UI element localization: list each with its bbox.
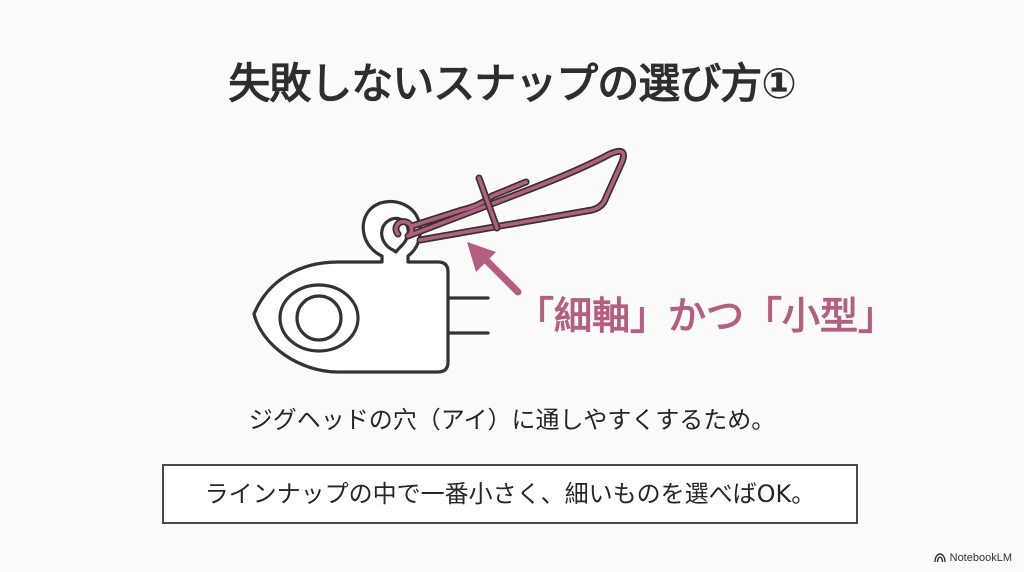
jig-head-icon [252, 199, 490, 374]
summary-text: ラインナップの中で一番小さく、細いものを選べばOK。 [204, 480, 816, 508]
reason-text: ジグヘッドの穴（アイ）に通しやすくするため。 [248, 406, 776, 434]
snap-icon [392, 147, 627, 244]
callout-label: 「細軸」かつ「小型」 [516, 294, 897, 338]
pointer-arrow-icon [467, 242, 522, 296]
slide-title: 失敗しないスナップの選び方① [228, 59, 797, 108]
watermark-label: NotebookLM [949, 552, 1012, 564]
notebooklm-logo-icon [933, 553, 946, 563]
notebooklm-watermark: NotebookLM [933, 552, 1012, 564]
summary-box: ラインナップの中で一番小さく、細いものを選べばOK。 [162, 464, 858, 524]
